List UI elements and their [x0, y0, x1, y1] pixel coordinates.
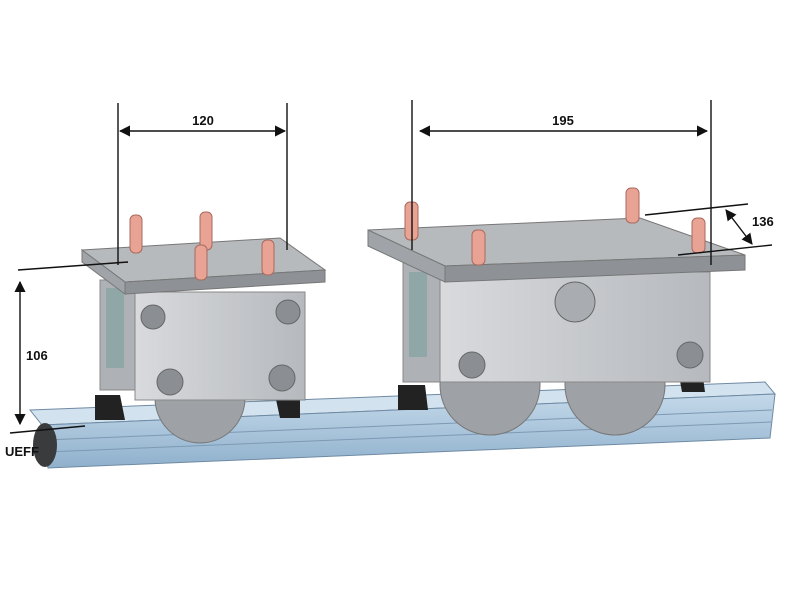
center-hub — [554, 281, 596, 323]
guide-shoe — [398, 385, 428, 410]
dimension-label-195: 195 — [552, 113, 574, 128]
dimension-depth: 136 — [644, 203, 774, 256]
right-carriage — [367, 187, 746, 436]
dimension-left-width: 120 — [117, 103, 288, 265]
dimension-label-120: 120 — [192, 113, 214, 128]
dimension-height: 106 — [14, 261, 129, 426]
guide-shoe — [275, 395, 300, 418]
dimension-label-106: 106 — [26, 348, 48, 363]
dimension-right-width: 195 — [411, 100, 712, 265]
mounting-pins — [129, 211, 275, 281]
left-carriage — [80, 211, 327, 444]
dimension-label-136: 136 — [752, 214, 774, 229]
rail-label: UEFF — [5, 444, 39, 459]
rail-callout: UEFF — [5, 425, 86, 459]
rail-end-bore — [33, 423, 57, 467]
guide-shoe — [95, 395, 125, 420]
